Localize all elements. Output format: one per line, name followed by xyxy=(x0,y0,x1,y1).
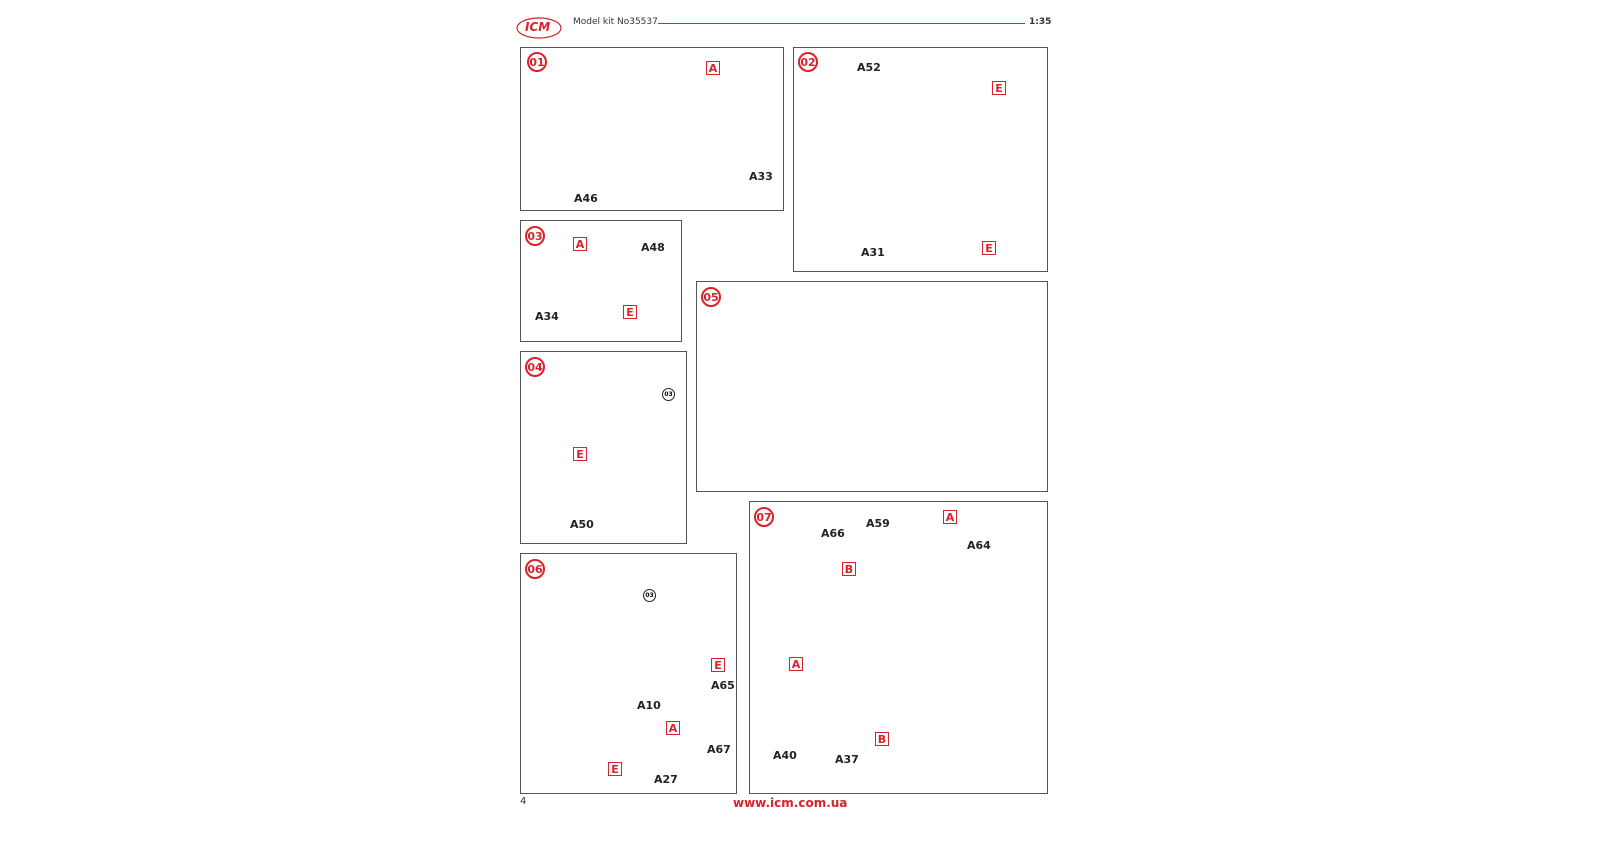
part-label: A66 xyxy=(821,527,845,540)
part-label: A46 xyxy=(574,192,598,205)
step-05-panel xyxy=(696,281,1048,492)
sprue-label: E xyxy=(623,305,637,319)
svg-text:ICM: ICM xyxy=(525,20,550,34)
part-label: A48 xyxy=(641,241,665,254)
step-reference: 03 xyxy=(662,388,675,401)
sprue-label: B xyxy=(875,732,889,746)
sprue-label: A xyxy=(943,510,957,524)
sprue-label: A xyxy=(666,721,680,735)
step-03-panel xyxy=(520,220,682,342)
sprue-label: B xyxy=(842,562,856,576)
sprue-label: E xyxy=(573,447,587,461)
part-label: A59 xyxy=(866,517,890,530)
sprue-label: A xyxy=(706,61,720,75)
step-04-panel xyxy=(520,351,687,544)
sprue-label: A xyxy=(573,237,587,251)
part-label: A50 xyxy=(570,518,594,531)
step-number: 03 xyxy=(525,226,545,246)
icm-logo: ICM xyxy=(515,14,565,42)
step-number: 01 xyxy=(527,52,547,72)
step-number: 02 xyxy=(798,52,818,72)
sprue-label: A xyxy=(789,657,803,671)
part-label: A10 xyxy=(637,699,661,712)
part-label: A64 xyxy=(967,539,991,552)
step-01-panel xyxy=(520,47,784,211)
page-number: 4 xyxy=(520,796,527,807)
website-link[interactable]: www.icm.com.ua xyxy=(733,796,848,810)
step-number: 06 xyxy=(525,559,545,579)
part-label: A37 xyxy=(835,753,859,766)
scale-label: 1:35 xyxy=(1029,17,1052,27)
part-label: A34 xyxy=(535,310,559,323)
step-number: 05 xyxy=(701,287,721,307)
sprue-label: E xyxy=(982,241,996,255)
part-label: A52 xyxy=(857,61,881,74)
sprue-label: E xyxy=(992,81,1006,95)
part-label: A65 xyxy=(711,679,735,692)
step-02-panel xyxy=(793,47,1048,272)
step-07-panel xyxy=(749,501,1048,794)
sprue-label: E xyxy=(711,658,725,672)
model-kit-number: Model kit No35537 xyxy=(573,17,658,27)
part-label: A67 xyxy=(707,743,731,756)
part-label: A40 xyxy=(773,749,797,762)
header-rule xyxy=(658,23,1025,24)
part-label: A31 xyxy=(861,246,885,259)
sprue-label: E xyxy=(608,762,622,776)
step-number: 07 xyxy=(754,507,774,527)
step-number: 04 xyxy=(525,357,545,377)
step-reference: 03 xyxy=(643,589,656,602)
part-label: A33 xyxy=(749,170,773,183)
step-06-panel xyxy=(520,553,737,794)
part-label: A27 xyxy=(654,773,678,786)
